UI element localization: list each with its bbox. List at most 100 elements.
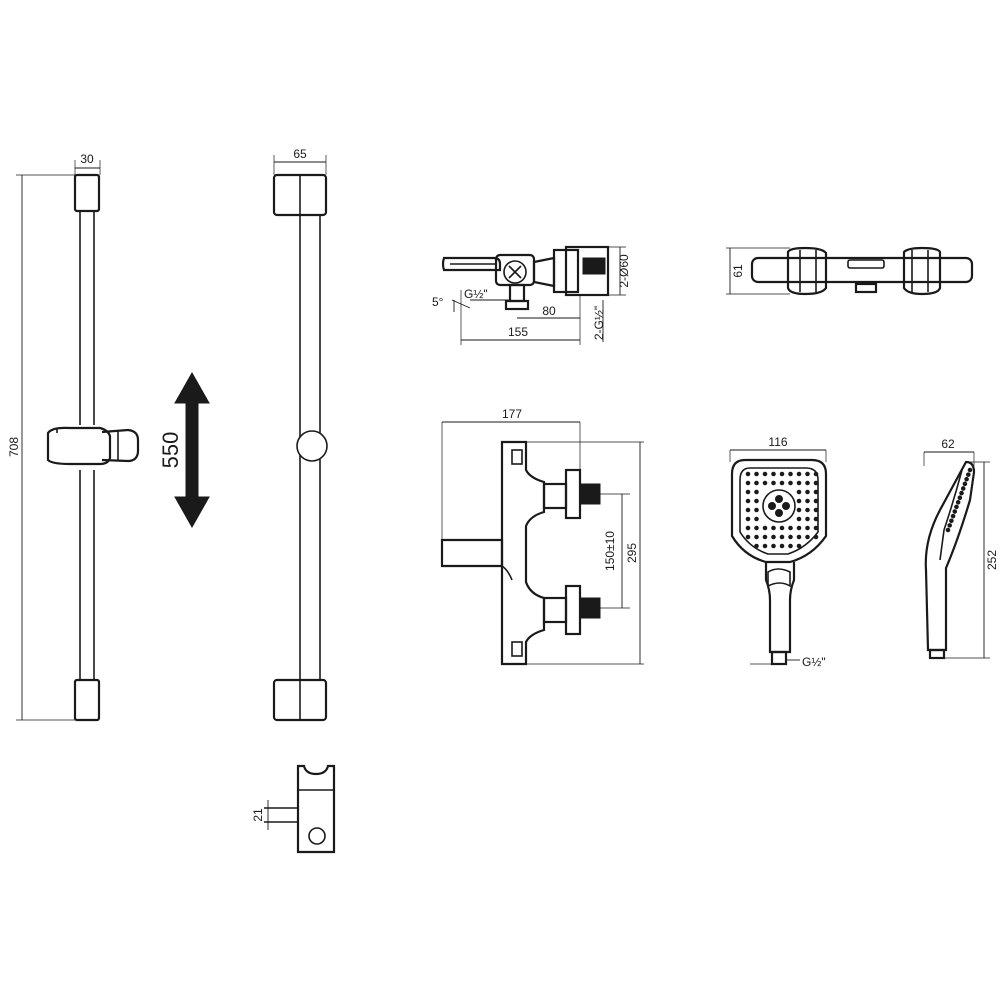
dim-valve-side-angle: 5° xyxy=(432,295,444,309)
dim-handshower-depth: 62 xyxy=(941,437,955,451)
nozzle-dot xyxy=(813,471,819,477)
nozzle-dot xyxy=(796,543,802,549)
nozzle-dot xyxy=(949,518,954,524)
rail-front-view: 30 708 xyxy=(7,152,140,722)
slider-travel-indicator: 550 xyxy=(158,371,210,529)
nozzle-dot xyxy=(957,495,963,500)
dim-valve-front-150: 150±10 xyxy=(603,531,617,571)
nozzle-dot xyxy=(745,507,751,513)
nozzle-dot xyxy=(745,480,751,486)
nozzle-dot xyxy=(805,525,810,531)
nozzle-dot xyxy=(813,498,819,504)
nozzle-dot xyxy=(962,481,968,487)
nozzle-dot xyxy=(796,489,802,495)
nozzle-dot xyxy=(796,534,802,540)
dim-rail-depth: 65 xyxy=(293,147,307,161)
nozzle-dot xyxy=(796,525,802,531)
mounting-hole xyxy=(308,827,326,845)
dim-handshower-width: 116 xyxy=(768,435,787,449)
nozzle-dot xyxy=(805,516,810,522)
nozzle-dot xyxy=(813,525,819,531)
nozzle-dot xyxy=(745,471,751,477)
dim-valve-side-80: 80 xyxy=(542,304,556,318)
nozzle-dot xyxy=(945,527,951,533)
dim-valve-side-height: 2-Ø60 xyxy=(617,254,631,288)
nozzle-dot xyxy=(950,513,956,519)
double-arrow-icon xyxy=(174,371,210,529)
nozzle-dot xyxy=(805,507,810,513)
nozzle-dot xyxy=(771,471,776,477)
nozzle-dot xyxy=(954,504,959,510)
nozzle-dot xyxy=(762,471,768,477)
nozzle-dot xyxy=(745,489,751,495)
nozzle-dot xyxy=(788,471,793,477)
nozzle-dot xyxy=(745,534,751,540)
nozzle-dot xyxy=(796,480,802,486)
nozzle-dot xyxy=(805,534,810,540)
nozzle-dot xyxy=(964,476,969,482)
dim-handshower-length: 252 xyxy=(985,550,999,570)
nozzle-dot xyxy=(796,471,802,477)
side-nozzles xyxy=(945,467,973,533)
handshower-side-view: 62 252 xyxy=(923,437,999,660)
nozzle-dot xyxy=(754,507,759,513)
dim-rail-width: 30 xyxy=(80,152,94,166)
dim-valve-side-inlets: 2-G½" xyxy=(592,306,606,340)
nozzle-dot xyxy=(779,525,785,531)
nozzle-dot xyxy=(779,534,785,540)
nozzle-dot xyxy=(754,480,759,486)
nozzle-dot xyxy=(796,516,802,522)
nozzle-dot xyxy=(960,486,966,491)
nozzle-dot xyxy=(813,480,819,486)
nozzle-dot xyxy=(788,543,793,549)
nozzle-dot xyxy=(762,534,768,540)
valve-top-view: 61 xyxy=(726,246,974,296)
nozzle-dot xyxy=(952,509,958,514)
nozzle-dot xyxy=(762,480,768,486)
nozzle-dot xyxy=(779,471,785,477)
nozzle-dot xyxy=(959,490,964,496)
nozzle-dot xyxy=(796,507,802,513)
nozzle-dot xyxy=(788,534,793,540)
nozzle-dot xyxy=(813,489,819,495)
dim-bracket-depth: 21 xyxy=(251,808,265,822)
nozzle-dot xyxy=(967,467,973,473)
nozzle-dot xyxy=(955,500,961,505)
nozzle-dot xyxy=(947,523,952,528)
dim-valve-front-177: 177 xyxy=(502,407,522,421)
nozzle-dot xyxy=(754,489,759,495)
nozzle-dot xyxy=(771,480,776,486)
handshower-front-view: 116 G½" xyxy=(729,435,828,669)
nozzle-dot xyxy=(771,543,776,549)
nozzle-dot xyxy=(754,471,759,477)
hand-shower-holder-detail: 21 xyxy=(251,764,336,854)
nozzle-dot xyxy=(771,525,776,531)
dim-valve-side-155: 155 xyxy=(508,325,528,339)
nozzle-dot xyxy=(805,480,810,486)
nozzle-dot xyxy=(754,516,759,522)
nozzle-dot xyxy=(762,525,768,531)
dim-handshower-thread: G½" xyxy=(802,655,826,669)
valve-side-view: 2-Ø60 5° G½" 80 155 2-G½" xyxy=(432,245,631,345)
nozzle-dot xyxy=(805,498,810,504)
nozzle-dot xyxy=(745,498,751,504)
nozzle-dot xyxy=(771,534,776,540)
nozzle-dot xyxy=(813,516,819,522)
nozzle-dot xyxy=(788,480,793,486)
nozzle-dot xyxy=(966,472,971,477)
dim-slider-travel: 550 xyxy=(158,432,183,469)
dim-valve-top-61: 61 xyxy=(731,264,745,278)
nozzle-dot xyxy=(754,543,759,549)
nozzle-dot xyxy=(754,498,759,504)
spray-nozzles xyxy=(745,471,819,549)
nozzle-dot xyxy=(762,543,768,549)
dim-rail-length: 708 xyxy=(7,437,21,457)
nozzle-dot xyxy=(788,525,793,531)
rail-slider xyxy=(46,426,140,466)
nozzle-dot xyxy=(745,516,751,522)
nozzle-dot xyxy=(754,525,759,531)
nozzle-dot xyxy=(745,525,751,531)
nozzle-dot xyxy=(805,471,810,477)
slider-knob xyxy=(296,430,328,462)
